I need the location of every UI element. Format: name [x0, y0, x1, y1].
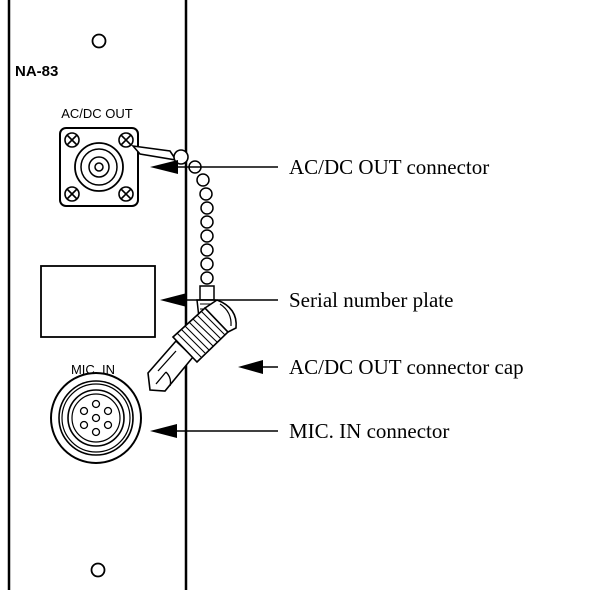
acdc-out-panel-label: AC/DC OUT: [61, 106, 133, 121]
callout-connector-cap: AC/DC OUT connector cap: [289, 355, 524, 379]
leader-acdc-connector: [150, 160, 278, 174]
leader-mic-connector: [150, 424, 278, 438]
leader-serial-plate: [160, 293, 278, 307]
screw-icon: [118, 186, 134, 202]
pin-icon: [79, 420, 89, 430]
mic-in-connector: [50, 372, 142, 464]
model-label: NA-83: [15, 63, 58, 80]
acdc-out-connector-cap: [147, 299, 237, 392]
screw-icon: [118, 132, 134, 148]
pin-icon: [91, 427, 101, 437]
pin-icon: [103, 420, 113, 430]
callout-mic-in-connector: MIC. IN connector: [289, 419, 449, 443]
screw-icon: [64, 132, 80, 148]
leader-connector-cap: [238, 360, 278, 374]
pin-icon: [103, 406, 113, 416]
acdc-out-connector: [59, 127, 139, 207]
mount-hole-bottom: [90, 562, 106, 578]
pin-icon: [91, 413, 101, 423]
callout-serial-number-plate: Serial number plate: [289, 288, 453, 312]
pin-icon: [91, 399, 101, 409]
mount-hole-top: [91, 33, 107, 49]
pin-icon: [79, 406, 89, 416]
serial-number-plate: [40, 265, 156, 338]
callout-acdc-out-connector: AC/DC OUT connector: [289, 155, 489, 179]
screw-icon: [64, 186, 80, 202]
